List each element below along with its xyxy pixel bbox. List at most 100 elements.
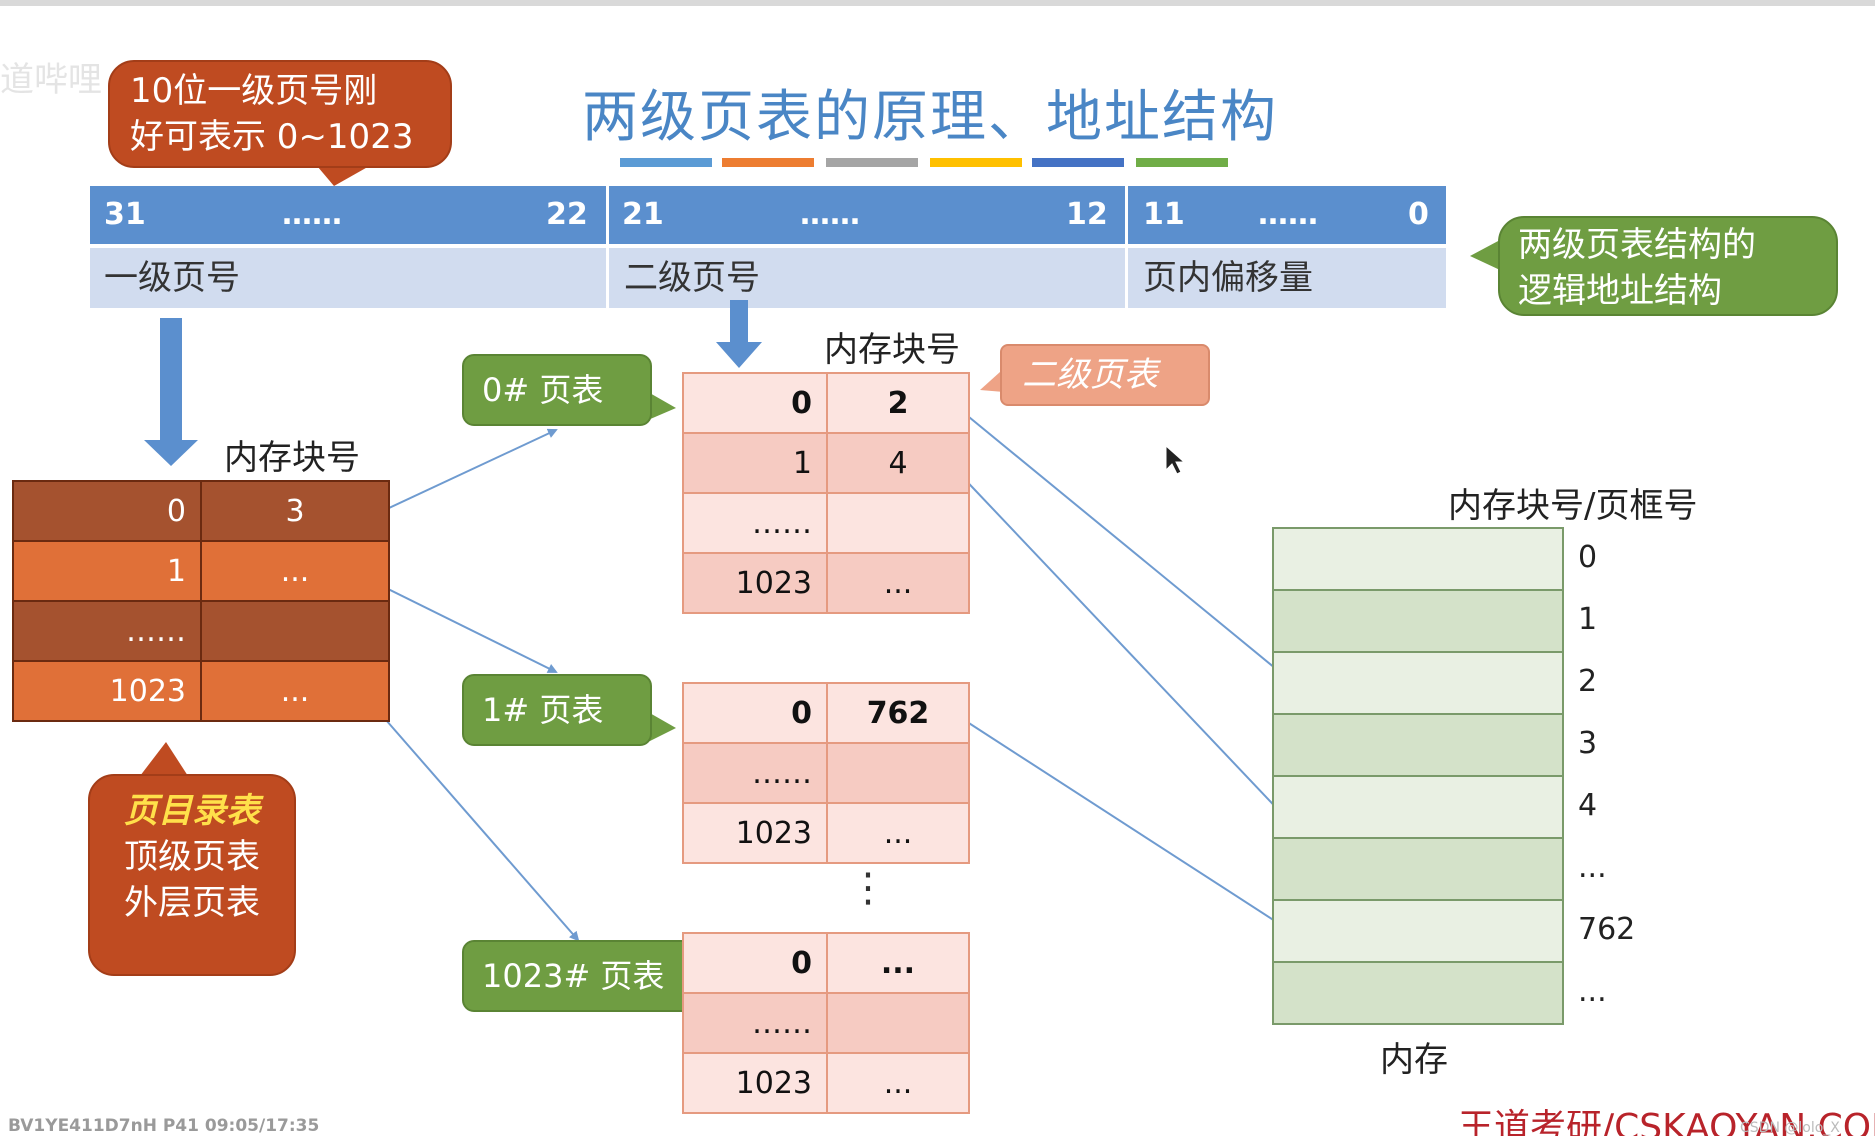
connector-arrow: [385, 719, 580, 942]
field-level2-page-number: 二级页号: [624, 258, 760, 298]
dir-block: ...: [200, 540, 390, 602]
table-row: 1023 ...: [682, 802, 970, 864]
dir-index: 1: [12, 540, 202, 602]
callout-tail: [648, 712, 676, 742]
page-table-1: 0 762 …… 1023 ...: [682, 682, 970, 864]
memory-header: 内存块号/页框号: [1448, 486, 1698, 526]
pt-block: 2: [826, 372, 970, 434]
callout-text: 页目录表: [124, 791, 260, 831]
title-deco-bar: [1032, 158, 1124, 167]
frame-number: 2: [1578, 664, 1598, 699]
connector-arrow: [957, 715, 1294, 934]
pt-index: 0: [682, 932, 828, 994]
memory-frame: [1274, 901, 1562, 963]
callout-tail: [980, 372, 1004, 392]
pt-block: [826, 742, 970, 804]
dir-index: 1023: [12, 660, 202, 722]
down-arrow-icon: [716, 300, 762, 368]
page-table-1023: 0 ... …… 1023 ...: [682, 932, 970, 1114]
memory-frame: [1274, 839, 1562, 901]
callout-text: 10位一级页号刚: [130, 71, 378, 111]
down-arrow-icon: [144, 318, 198, 466]
pt-index: 1023: [682, 1052, 828, 1114]
table-row: 0 2: [682, 372, 970, 434]
memory-frame: [1274, 777, 1562, 839]
dir-index: 0: [12, 480, 202, 542]
memory-frame: [1274, 653, 1562, 715]
table-row: ……: [682, 742, 970, 804]
field-level1-page-number: 一级页号: [104, 258, 240, 298]
callout-page-table-1: 1# 页表: [462, 674, 652, 746]
pt-index: ……: [682, 742, 828, 804]
dir-block: [200, 600, 390, 662]
bit-22: 22: [546, 197, 588, 232]
callout-level1-range: 10位一级页号刚 好可表示 0~1023: [108, 60, 452, 168]
page-table-0: 0 2 1 4 …… 1023 ...: [682, 372, 970, 614]
callout-page-table-1023: 1023# 页表: [462, 940, 704, 1012]
memory-frame: [1274, 715, 1562, 777]
field-page-offset: 页内偏移量: [1143, 258, 1313, 298]
title-deco-bar: [1136, 158, 1228, 167]
pt-block: [826, 992, 970, 1054]
title-deco-bar: [722, 158, 814, 167]
table-row: 1023 ...: [12, 660, 390, 722]
page-title: 两级页表的原理、地址结构: [582, 85, 1278, 150]
frame-number: ...: [1578, 850, 1607, 885]
memory-footer-label: 内存: [1380, 1040, 1448, 1080]
brand-text: 王道考研/CSKAOYAN.COM: [1458, 1107, 1875, 1136]
frame-number: 1: [1578, 602, 1598, 637]
pt-block: ...: [826, 802, 970, 864]
bit-12: 12: [1066, 197, 1108, 232]
table-row: 0 ...: [682, 932, 970, 994]
callout-logical-address: 两级页表结构的 逻辑地址结构: [1498, 216, 1838, 316]
video-timestamp: BV1YE411D7nH P41 09:05/17:35: [8, 1116, 320, 1136]
title-deco-bar: [826, 158, 918, 167]
table-row: ……: [12, 600, 390, 662]
pt-block: ...: [826, 552, 970, 614]
bit-ellipsis: ……: [1258, 197, 1318, 232]
callout-text: 顶级页表: [124, 837, 260, 877]
table-row: 1023 ...: [682, 1052, 970, 1114]
callout-page-table-0: 0# 页表: [462, 354, 652, 426]
memory-frame: [1274, 529, 1562, 591]
connector-arrow: [379, 584, 558, 673]
callout-tail: [1470, 240, 1500, 270]
pt-block: ...: [826, 932, 970, 994]
mouse-cursor-icon: [1165, 444, 1186, 475]
bit-ellipsis: ……: [282, 197, 342, 232]
pt-index: 0: [682, 682, 828, 744]
bilibili-watermark: 道哔哩: [0, 60, 102, 100]
table-row: 0 762: [682, 682, 970, 744]
frame-number: 0: [1578, 540, 1598, 575]
frame-number: ...: [1578, 974, 1607, 1009]
address-separator: [606, 186, 609, 308]
callout-text: 逻辑地址结构: [1518, 271, 1722, 311]
dir-index: ……: [12, 600, 202, 662]
callout-tail: [140, 742, 188, 776]
pt-block: 762: [826, 682, 970, 744]
dir-block: ...: [200, 660, 390, 722]
callout-page-directory: 页目录表 顶级页表 外层页表: [88, 774, 296, 976]
title-deco-bar: [620, 158, 712, 167]
dir-column-header: 内存块号: [224, 438, 360, 478]
table-row: 1 4: [682, 432, 970, 494]
csdn-watermark: CSDN @lolo_X: [1740, 1120, 1840, 1136]
frame-number: 762: [1578, 912, 1636, 947]
callout-text: 外层页表: [124, 883, 260, 923]
pt-block: 4: [826, 432, 970, 494]
memory-frames: [1272, 527, 1564, 1025]
callout-secondary-page-table: 二级页表: [1000, 344, 1210, 406]
frame-number: 4: [1578, 788, 1598, 823]
pt-index: 1023: [682, 802, 828, 864]
pt-block: ...: [826, 1052, 970, 1114]
pt-index: ……: [682, 492, 828, 554]
pt-index: 1: [682, 432, 828, 494]
bit-ellipsis: ……: [800, 197, 860, 232]
pt-column-header: 内存块号: [824, 330, 960, 370]
pt-index: ……: [682, 992, 828, 1054]
connector-arrow: [955, 469, 1288, 820]
table-row: 0 3: [12, 480, 390, 542]
bit-31: 31: [104, 197, 146, 232]
callout-tail: [648, 392, 676, 420]
bit-11: 11: [1143, 197, 1185, 232]
